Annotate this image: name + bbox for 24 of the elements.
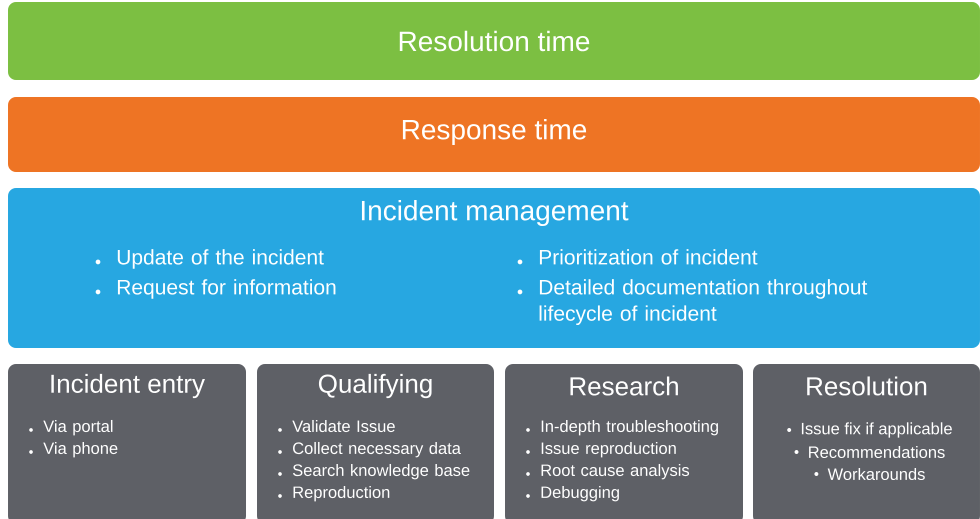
bullet-item: Root cause analysis	[526, 464, 690, 480]
bullet-item: Reproduction	[278, 486, 390, 502]
bullet-item: Collect necessary data	[278, 442, 461, 458]
banner: Resolution time	[8, 2, 980, 80]
bullet-item: Workarounds	[814, 468, 925, 480]
bullet-item: Debugging	[526, 486, 619, 502]
step-box: Incident entry Via portal Via phone	[8, 364, 246, 519]
bullet-item: Via portal	[29, 420, 112, 436]
bullet-item: Validate Issue	[278, 420, 395, 432]
bullet-item: Request for information	[96, 279, 336, 299]
step-box: Qualifying Validate Issue Collect necessary data Search knowledge base Reproduction	[257, 364, 494, 519]
bullet-item: In-depth troubleshooting	[526, 420, 718, 436]
bullet-item: Search knowledge base	[278, 464, 470, 480]
bullet-item: Detailed documentation throughout lifecycle of incident	[518, 279, 868, 325]
step-box: Resolution Issue fix if applicable Recommendations Workarounds	[753, 364, 980, 519]
bullet-item: Via phone	[29, 442, 118, 458]
bullet-item: Prioritization of incident	[518, 249, 758, 265]
banner: Response time	[8, 97, 980, 172]
bullet-item: Update of the incident	[96, 249, 324, 269]
bullet-item: Recommendations	[794, 446, 945, 458]
banner: Incident management Update of the incident Request for information Prioritization of incident Detailed documentation throughout lifecycle of incident	[8, 188, 980, 348]
bullet-item: Issue fix if applicable	[787, 422, 952, 438]
step-box: Research In-depth troubleshooting Issue reproduction Root cause analysis Debugging	[505, 364, 743, 519]
bullet-item: Issue reproduction	[526, 442, 676, 458]
